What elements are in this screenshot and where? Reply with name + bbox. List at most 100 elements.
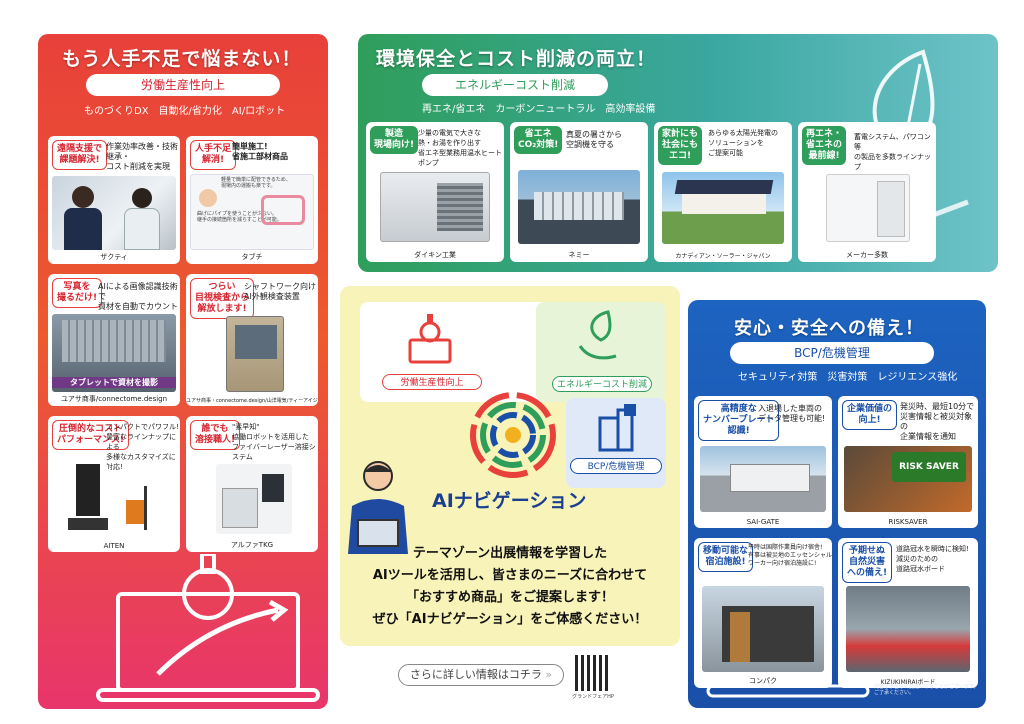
card-caption: ダイキン工業 <box>414 251 456 259</box>
card-canadian-solar: 家計にも 社会にも エコ! あらゆる太陽光発電の ソリューションを ご提案可能 … <box>654 122 792 262</box>
card-daikin: 製造 現場向け! 少量の電気で大きな 熱・お湯を作り出す 省エネ型業務用温水ヒー… <box>366 122 504 262</box>
ai-color-wheel-icon <box>470 392 556 478</box>
card-caption: ユアサ商事/connectome.design <box>60 395 168 403</box>
left-panel-subtitle: ものづくりDX 自動化/省力化 AI/ロボット <box>84 106 286 117</box>
card-tag: 遠隔支援で 課題解決! <box>52 140 108 170</box>
right-panel-title: 安心・安全への備え！ <box>734 318 924 339</box>
top-panel-pill: エネルギーコスト削減 <box>422 74 608 96</box>
qr-caption: グランドフェアHP <box>572 694 614 700</box>
photo-overlay-text: タブレットで資材を撮影 <box>52 377 176 388</box>
label-bcp: BCP/危機管理 <box>570 458 662 474</box>
card-desc: 簡単施工! 省施工部材商品 <box>232 142 288 161</box>
card-aiten: 圧倒的なコスト パフォーマンス! コンパクトでパワフル! 豊富なラインナップによ… <box>48 416 180 552</box>
mobile-lodging-photo <box>702 586 824 672</box>
card-desc: 道路冠水を瞬時に検知! 減災のための 道路冠水ボード <box>896 545 969 573</box>
tablet-photo: タブレットで資材を撮影 <box>52 314 176 392</box>
card-caption: ネミー <box>568 251 590 259</box>
heat-pump-photo <box>380 172 490 242</box>
card-desc: "素早知" 協働ロボットを活用した ファイバーレーザー溶接システム <box>232 423 316 461</box>
bcp-icon-box: BCP/危機管理 <box>566 398 666 488</box>
leaf-hand-icon-small <box>578 310 617 360</box>
piping-illustration: 軽量で簡単に配管できるため、 現場内の運搬も楽です。 曲げにパイプを使うことが少… <box>190 174 314 250</box>
card-caption: タブチ <box>241 253 263 261</box>
gate-photo <box>700 446 826 512</box>
card-nemy: 省エネ CO₂対策! 真夏の暑さから 空調機を守る ネミー <box>510 122 648 262</box>
card-caption: KIZUKIMIRAIボード <box>880 679 936 686</box>
card-desc: 発災時、最短10分で 災害情報と被災対象の 企業情報を通知 <box>900 402 975 441</box>
illustration-note: 軽量で簡単に配管できるため、 現場内の運搬も楽です。 <box>221 177 291 189</box>
card-sai-gate: 高精度な ナンバープレート 認識! 入退場した車両の データ管理も可能! SAI… <box>694 396 832 528</box>
card-caption: RISKSAVER <box>888 518 928 526</box>
rooftop-photo <box>518 170 640 244</box>
battery-photo <box>826 174 910 242</box>
card-tag: 誰でも 溶接職人! <box>190 420 241 450</box>
card-caption: AITEN <box>103 542 125 550</box>
card-desc: シャフトワーク向け AI外観検査装置 <box>244 282 316 301</box>
more-info-label: さらに詳しい情報はコチラ <box>409 668 542 681</box>
card-desc: 平時は国際作業員向け宿舎! 有事は被災地のエッセンシャル ワーカー向け宿泊施設に… <box>748 544 832 567</box>
card-tag: 製造 現場向け! <box>370 126 419 154</box>
laptop-outline-icon <box>706 684 870 698</box>
label-labor: 労働生産性向上 <box>382 374 482 390</box>
card-caption: コンパク <box>749 677 777 685</box>
card-caption: メーカー多数 <box>846 251 888 259</box>
right-panel-pill: BCP/危機管理 <box>730 342 934 364</box>
card-yuasa-inspection: つらい 目視検査から 解放します! シャフトワーク向け AI外観検査装置 ユアサ… <box>186 274 318 406</box>
card-tag: 人手不足 解消! <box>190 140 237 170</box>
description-line-2: AIツールを活用し、皆さまのニーズに合わせて <box>372 568 648 583</box>
top-panel-subtitle: 再エネ/省エネ カーボンニュートラル 高効率設備 <box>422 104 656 115</box>
energy-icon-box: エネルギーコスト削減 <box>536 302 666 402</box>
card-tag: つらい 目視検査から 解放します! <box>190 278 255 319</box>
remote-support-photo <box>52 176 176 250</box>
left-panel-title: もう人手不足で悩まない！ <box>62 48 302 70</box>
label-energy: エネルギーコスト削減 <box>552 376 652 392</box>
card-tag: 圧倒的なコスト パフォーマンス! <box>52 420 129 450</box>
disclaimer-note: 内容は予告なく変更になることがございます。 ご了承ください。 <box>874 684 979 696</box>
card-caption: ユアサ商事・connectome.design/山洋電気/ティーアイジー <box>186 398 318 404</box>
qr-code[interactable] <box>575 655 611 691</box>
card-tag: 再エネ・ 省エネの 最前線! <box>802 126 847 165</box>
ai-navigation-panel: 労働生産性向上 エネルギーコスト削減 BCP/危機管理 AIナビゲーション <box>340 286 680 646</box>
card-tag: 写真を 撮るだけ! <box>52 278 103 308</box>
card-desc: 入退場した車両の データ管理も可能! <box>758 404 826 423</box>
laptop-robot-illustration <box>96 554 320 702</box>
card-tag: 移動可能な 宿泊施設! <box>698 542 754 572</box>
card-desc: AIによる画像認識技術で 資材を自動でカウント <box>98 282 178 311</box>
chevron-right-icon: » <box>545 668 553 681</box>
card-desc: コンパクトでパワフル! 豊富なラインナップによる 多様なカスタマイズに対応! <box>106 423 179 471</box>
bcp-panel: 安心・安全への備え！ BCP/危機管理 セキュリティ対策 災害対策 レジリエンス… <box>688 300 986 708</box>
card-desc: あらゆる太陽光発電の ソリューションを ご提案可能 <box>708 129 778 157</box>
description-line-3: 「おすすめ商品」をご提案します！ <box>405 590 614 605</box>
left-panel-pill: 労働生産性向上 <box>86 74 280 96</box>
card-desc: 真夏の暑さから 空調機を守る <box>566 130 622 149</box>
presenter-illustration <box>348 461 408 554</box>
forklift-photo <box>122 486 162 534</box>
card-kizukimirai: 予期せぬ 自然災害 への備え! 道路冠水を瞬時に検知! 減災のための 道路冠水ボ… <box>838 538 978 688</box>
card-desc: 少量の電気で大きな 熱・お湯を作り出す 省エネ型業務用温水ヒートポンプ <box>418 129 502 167</box>
energy-cost-panel: 環境保全とコスト削減の両立！ エネルギーコスト削減 再エネ/省エネ カーボンニュ… <box>358 34 998 272</box>
labor-productivity-panel: もう人手不足で悩まない！ 労働生産性向上 ものづくりDX 自動化/省力化 AI/… <box>38 34 328 709</box>
card-alpha-tkg: 誰でも 溶接職人! "素早知" 協働ロボットを活用した ファイバーレーザー溶接シ… <box>186 416 318 552</box>
agv-photo <box>68 464 108 534</box>
card-zaktiv: 遠隔支援で 課題解決! 作業効率改善・技術継承・ コスト削減を実現 ザクティ <box>48 136 180 264</box>
top-panel-title: 環境保全とコスト削減の両立！ <box>376 48 657 70</box>
card-caption: カナディアン・ソーラー・ジャパン <box>675 253 771 260</box>
card-yuasa-count: 写真を 撮るだけ! AIによる画像認識技術で 資材を自動でカウント タブレットで… <box>48 274 180 406</box>
worker-laptop-icon <box>408 314 452 364</box>
card-tag: 省エネ CO₂対策! <box>514 126 563 154</box>
right-panel-subtitle: セキュリティ対策 災害対策 レジリエンス強化 <box>738 372 958 383</box>
card-caption: アルファTKG <box>230 541 274 549</box>
ai-navigation-title: AIナビゲーション <box>432 490 587 512</box>
card-caption: SAI-GATE <box>746 518 780 526</box>
card-tag: 企業価値の 向上! <box>842 400 898 430</box>
building-alert-icon <box>598 404 636 452</box>
solar-house-photo <box>662 172 784 244</box>
card-tag: 予期せぬ 自然災害 への備え! <box>842 542 893 583</box>
risksaver-photo: RISK SAVER <box>844 446 972 512</box>
card-storage: 再エネ・ 省エネの 最前線! 蓄電システム、パワコン等 の製品を多数ラインナップ… <box>798 122 936 262</box>
card-desc: 作業効率改善・技術継承・ コスト削減を実現 <box>106 142 178 171</box>
more-info-button[interactable]: さらに詳しい情報はコチラ » <box>398 664 564 686</box>
card-tag: 家計にも 社会にも エコ! <box>658 126 703 165</box>
card-risksaver: 企業価値の 向上! 発災時、最短10分で 災害情報と被災対象の 企業情報を通知 … <box>838 396 978 528</box>
